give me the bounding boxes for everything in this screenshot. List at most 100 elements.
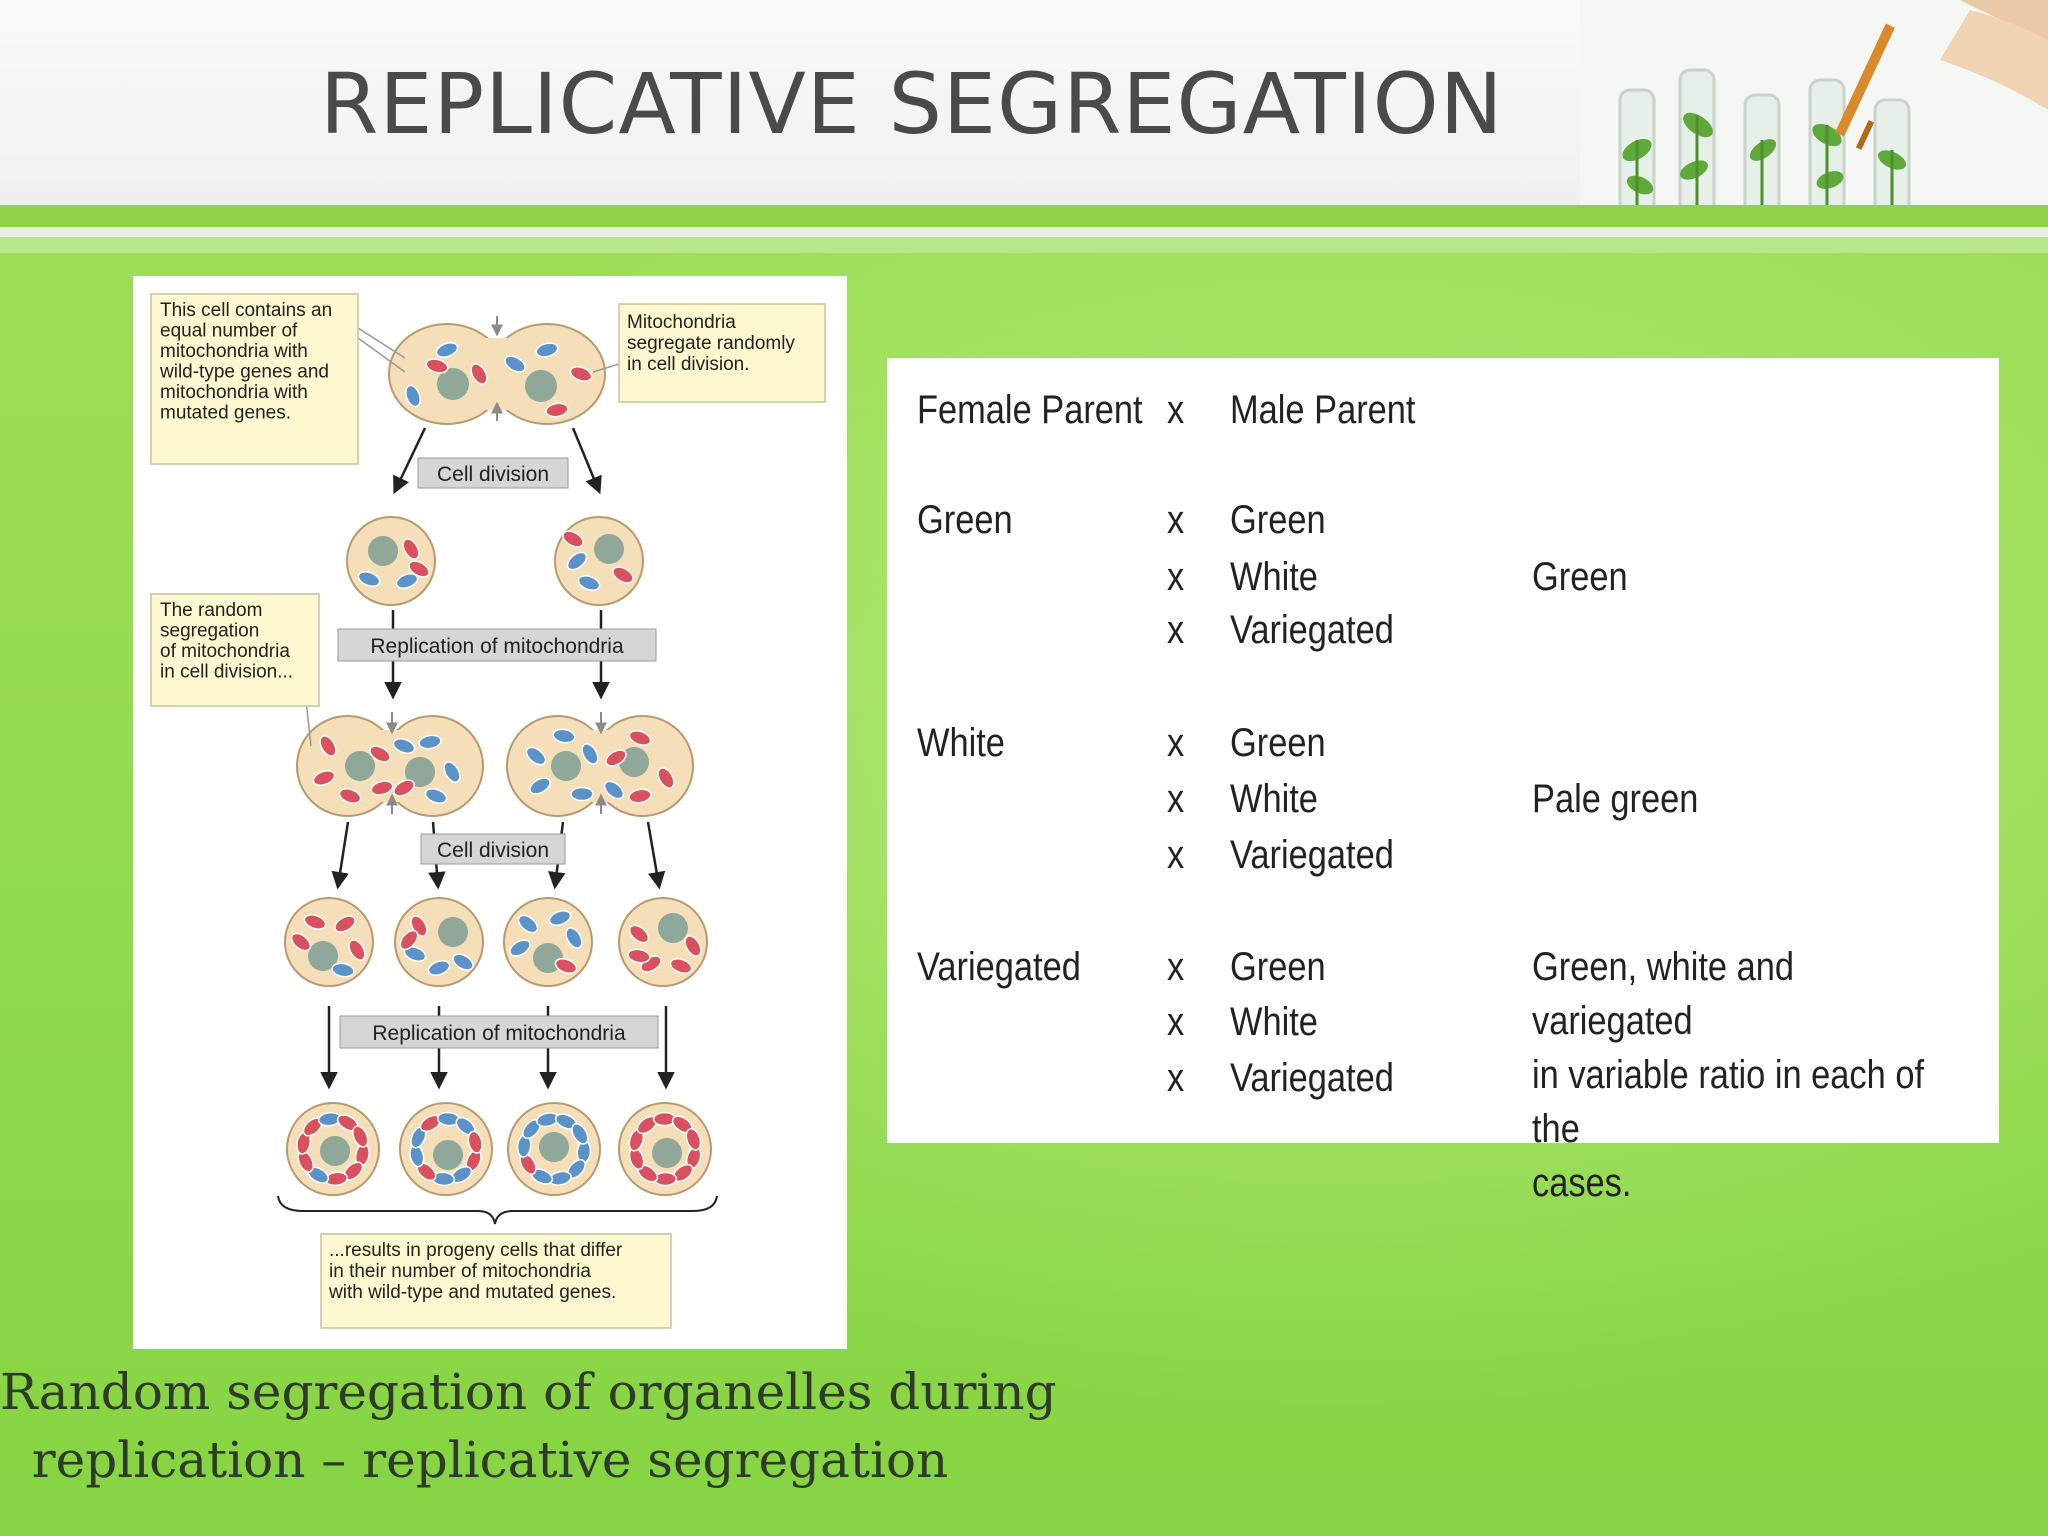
header-male-parent: Male Parent	[1230, 388, 1416, 432]
wild-type-mitochondrion	[566, 551, 588, 571]
mutant-mitochondrion	[628, 788, 652, 804]
svg-text:Replication of mitochondria: Replication of mitochondria	[372, 1022, 626, 1045]
female-green: Green	[917, 498, 1013, 542]
wild-type-mitochondrion	[331, 962, 355, 978]
callout-line: mitochondria with	[160, 382, 308, 403]
label-cell-division-1: Cell division	[417, 457, 569, 489]
wild-type-mitochondrion	[435, 342, 459, 358]
mutant-mitochondrion	[545, 402, 569, 418]
callout-line: The random	[160, 600, 262, 621]
result-line: cases.	[1532, 1161, 1632, 1205]
label-cell-division-2: Cell division	[420, 833, 566, 865]
wild-type-mitochondrion	[577, 575, 601, 591]
cross-symbol: x	[1167, 608, 1185, 652]
cross-symbol: x	[1167, 555, 1185, 599]
wild-type-mitochondrion	[571, 1123, 589, 1145]
mutant-mitochondrion	[312, 770, 336, 786]
callout-line: in cell division...	[160, 662, 293, 683]
callout-line: mitochondria with	[160, 341, 308, 362]
wild-type-mitochondrion	[548, 910, 572, 926]
callout-line: segregate randomly	[627, 333, 795, 354]
wild-type-mitochondrion	[452, 953, 474, 971]
female-variegated: Variegated	[917, 945, 1081, 989]
mutant-mitochondrion	[399, 929, 419, 951]
callout-line: equal number of	[160, 321, 298, 342]
mutant-mitochondrion	[470, 363, 488, 385]
wild-type-mitochondrion	[427, 960, 451, 976]
nucleus	[433, 1140, 463, 1170]
mutant-mitochondrion	[370, 780, 394, 796]
nucleus	[368, 536, 398, 566]
wild-type-mitochondrion	[525, 746, 547, 766]
mutant-mitochondrion	[554, 958, 578, 974]
label-replication-2: Replication of mitochondria	[339, 1015, 659, 1049]
cross-symbol: x	[1167, 777, 1185, 821]
wild-type-mitochondrion	[418, 734, 442, 750]
svg-text:Cell division: Cell division	[437, 463, 549, 486]
mutant-mitochondrion	[303, 914, 327, 930]
header-female-parent: Female Parent	[917, 388, 1143, 432]
cell-cleft	[483, 338, 511, 410]
mutant-mitochondrion	[319, 735, 337, 757]
label-replication-1: Replication of mitochondria	[337, 628, 657, 662]
mutant-mitochondrion	[605, 749, 627, 767]
nucleus	[438, 917, 468, 947]
callout-line: segregation	[160, 621, 259, 642]
cross-symbol: x	[1167, 945, 1185, 989]
nucleus	[594, 534, 624, 564]
result-line: Green, white and variegated	[1532, 945, 1794, 1043]
cross-symbol: x	[1167, 833, 1185, 877]
male-option: Green	[1230, 721, 1326, 765]
svg-text:Replication of mitochondria: Replication of mitochondria	[370, 635, 624, 658]
nucleus	[539, 1132, 569, 1162]
callout-line: mutated genes.	[160, 403, 291, 424]
result-line: in variable ratio in each of the	[1532, 1053, 1925, 1151]
male-option: Green	[1230, 945, 1326, 989]
nucleus	[345, 751, 375, 781]
mutant-mitochondrion	[627, 948, 651, 964]
mutant-mitochondrion	[628, 730, 652, 746]
male-option: Variegated	[1230, 608, 1394, 652]
callout-line: ...results in progeny cells that differ	[329, 1240, 623, 1261]
nucleus	[525, 370, 557, 402]
wild-type-mitochondrion	[603, 780, 625, 800]
mutant-mitochondrion	[628, 924, 650, 944]
wild-type-mitochondrion	[357, 571, 381, 587]
mutant-mitochondrion	[352, 1125, 369, 1148]
wild-type-mitochondrion	[509, 939, 531, 957]
callout-line: in cell division.	[627, 354, 750, 375]
wild-type-mitochondrion	[517, 914, 539, 934]
nucleus	[437, 368, 469, 400]
wild-type-mitochondrion	[529, 777, 551, 795]
nucleus	[320, 1136, 350, 1166]
mutant-mitochondrion	[569, 366, 593, 382]
cross-symbol: x	[1167, 498, 1185, 542]
header-band	[0, 227, 2048, 237]
cross-table: Female Parent x Male Parent Green x Gree…	[887, 358, 1999, 1205]
mutant-mitochondrion	[393, 779, 415, 797]
nucleus	[652, 1138, 682, 1168]
wild-type-mitochondrion	[403, 946, 427, 962]
male-option: White	[1230, 1000, 1318, 1044]
nucleus	[308, 941, 338, 971]
mutant-mitochondrion	[657, 767, 675, 789]
male-option: Green	[1230, 498, 1326, 542]
wild-type-mitochondrion	[424, 788, 448, 804]
callout-line: wild-type genes and	[159, 362, 329, 383]
wild-type-mitochondrion	[504, 355, 526, 373]
mutant-mitochondrion	[562, 530, 584, 548]
male-option: Variegated	[1230, 1056, 1394, 1100]
header-band	[0, 205, 2048, 227]
callout-line: with wild-type and mutated genes.	[328, 1282, 616, 1303]
mutant-mitochondrion	[685, 1127, 702, 1151]
callout-line: Mitochondria	[627, 312, 736, 333]
result-mixed: Green, white and variegated in variable …	[1532, 940, 1934, 1210]
